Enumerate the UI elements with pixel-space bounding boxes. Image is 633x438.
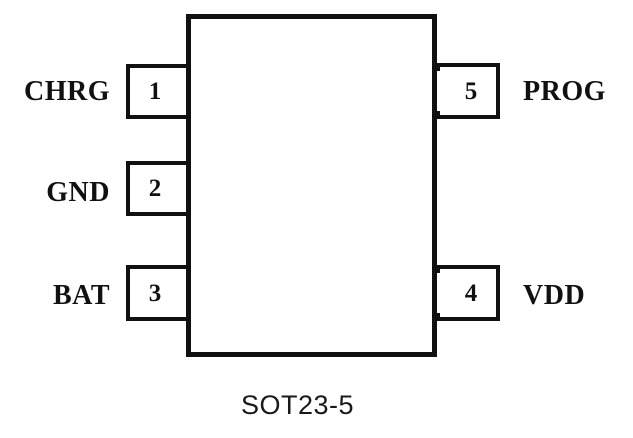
package-caption-text: SOT23-5 xyxy=(240,390,355,420)
pin-label-gnd: GND xyxy=(46,177,110,208)
pin-pad-5: 5 xyxy=(435,63,500,119)
pin-label-vdd: VDD xyxy=(523,280,586,311)
pin-number-3: 3 xyxy=(148,279,162,307)
pin-number-4: 4 xyxy=(464,279,478,307)
pin-pad-4: 4 xyxy=(435,265,500,321)
pin-number-1: 1 xyxy=(148,78,162,105)
package-caption: SOT23-5 xyxy=(0,390,633,421)
pin-label-prog: PROG xyxy=(523,76,606,107)
pin-label-chrg: CHRG xyxy=(24,76,110,107)
pin-pad-2: 2 xyxy=(126,161,191,216)
pin-pad-1: 1 xyxy=(126,64,191,119)
pin-number-2: 2 xyxy=(148,175,162,202)
pin-label-bat: BAT xyxy=(53,280,110,311)
pin-pad-3: 3 xyxy=(126,265,191,321)
package-body-outline xyxy=(186,14,437,357)
pin-number-5: 5 xyxy=(464,77,478,105)
